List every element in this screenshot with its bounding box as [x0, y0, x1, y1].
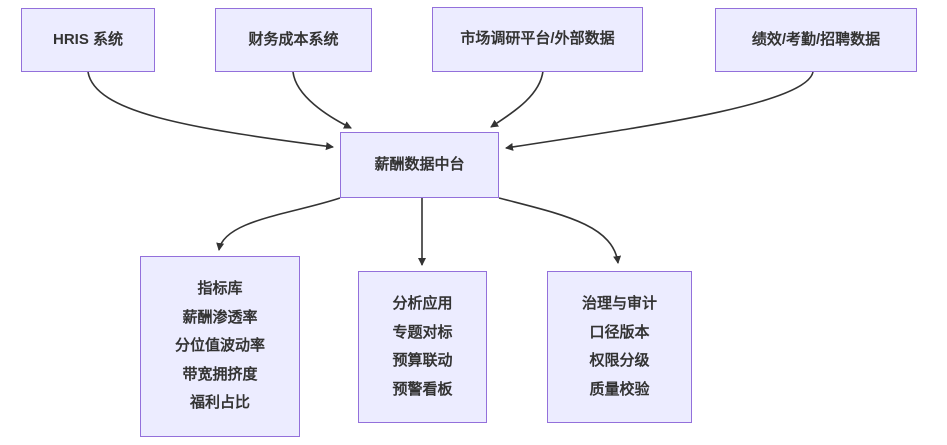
node-finance: 财务成本系统 [215, 8, 372, 72]
node-line: 薪酬渗透率 [182, 308, 258, 326]
node-line: 口径版本 [589, 323, 650, 341]
node-label: HRIS 系统 [52, 30, 123, 48]
node-line: 指标库 [197, 280, 243, 298]
node-governance-audit: 治理与审计 口径版本 权限分级 质量校验 [547, 271, 692, 423]
node-line: 福利占比 [189, 394, 250, 412]
node-label: 薪酬数据中台 [374, 155, 465, 173]
node-metrics-library: 指标库 薪酬渗透率 分位值波动率 带宽拥挤度 福利占比 [140, 256, 300, 437]
node-performance-data: 绩效/考勤/招聘数据 [715, 8, 917, 72]
edge-center-to-govern [498, 197, 622, 264]
edge-center-to-metrics [216, 197, 341, 251]
node-analysis-apps: 分析应用 专题对标 预算联动 预警看板 [358, 271, 487, 423]
node-label: 财务成本系统 [248, 30, 339, 48]
edge-perf-to-center [505, 71, 814, 151]
node-line: 专题对标 [392, 323, 453, 341]
node-label: 市场调研平台/外部数据 [460, 30, 615, 48]
node-market-research: 市场调研平台/外部数据 [432, 7, 643, 72]
node-line: 质量校验 [589, 380, 650, 398]
node-label: 绩效/考勤/招聘数据 [751, 30, 881, 48]
node-line: 预算联动 [392, 352, 453, 369]
node-hris: HRIS 系统 [21, 8, 155, 72]
node-compensation-data-platform: 薪酬数据中台 [340, 132, 499, 198]
node-line: 权限分级 [589, 352, 650, 369]
node-line: 预警看板 [392, 380, 453, 398]
node-line: 治理与审计 [581, 295, 657, 312]
node-line: 带宽拥挤度 [182, 365, 258, 383]
edge-market-to-center [490, 70, 544, 128]
node-line: 分位值波动率 [174, 337, 265, 355]
edge-hris-to-center [87, 71, 334, 151]
edge-finance-to-center [292, 71, 352, 129]
node-line: 分析应用 [392, 295, 453, 312]
